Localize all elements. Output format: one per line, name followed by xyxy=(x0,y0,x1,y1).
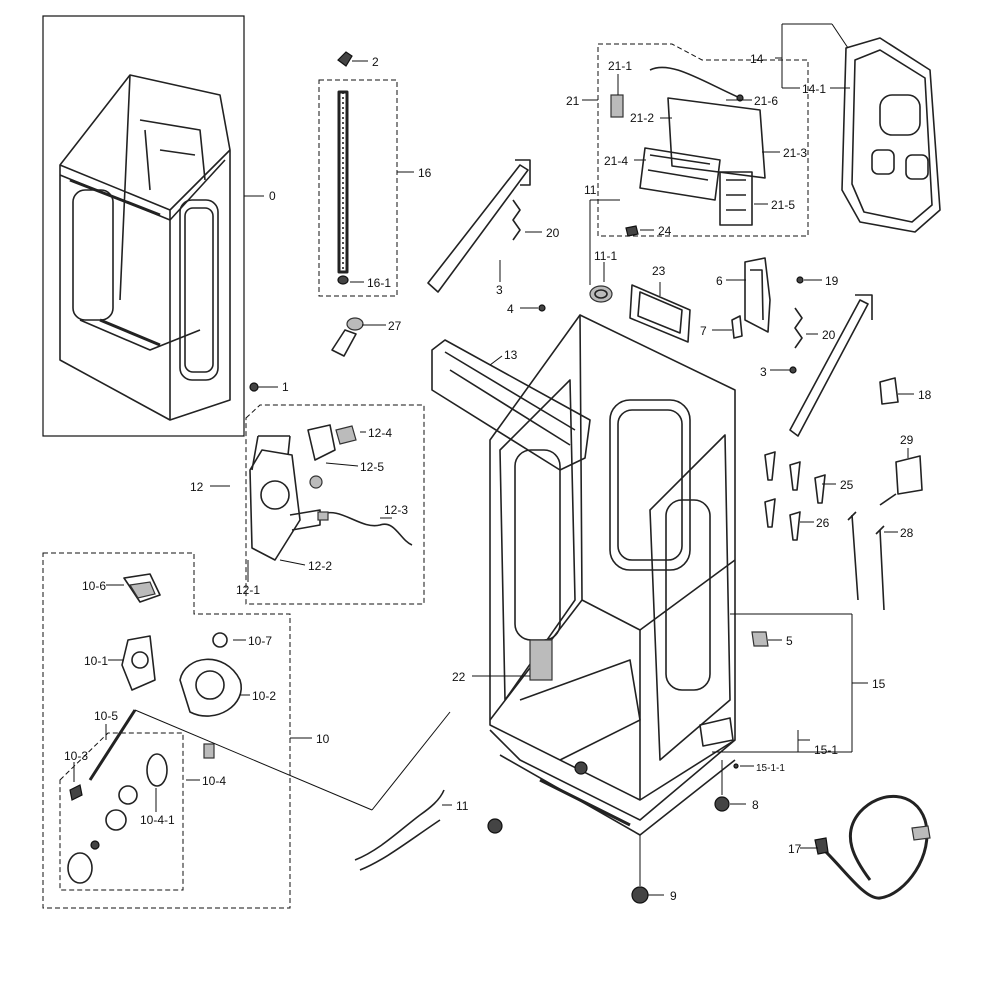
part-10-drain-group xyxy=(42,552,291,909)
main-cabinet xyxy=(487,314,736,836)
label-27: 27 xyxy=(388,319,402,333)
label-0: 0 xyxy=(269,189,276,203)
label-24: 24 xyxy=(658,224,672,238)
label-19: 19 xyxy=(825,274,839,288)
label-12-1: 12-1 xyxy=(236,583,260,597)
label-15-1: 15-1 xyxy=(814,743,838,757)
label-11-top: 11 xyxy=(584,183,597,197)
label-17: 17 xyxy=(788,842,802,856)
label-21-4: 21-4 xyxy=(604,154,628,168)
part-0-cabinet-assembly xyxy=(42,15,245,437)
label-21-2: 21-2 xyxy=(630,111,654,125)
part-24-clip xyxy=(625,225,639,237)
label-25: 25 xyxy=(840,478,854,492)
part-11-1-grommet xyxy=(589,285,613,303)
label-18: 18 xyxy=(918,388,932,402)
label-21: 21 xyxy=(566,94,580,108)
label-4: 4 xyxy=(507,302,514,316)
part-9-foot xyxy=(631,886,649,904)
label-12-2: 12-2 xyxy=(308,559,332,573)
label-3-right: 3 xyxy=(760,365,767,379)
part-6-bracket xyxy=(744,257,771,333)
label-10-1: 10-1 xyxy=(84,654,108,668)
label-28: 28 xyxy=(900,526,914,540)
label-20-left: 20 xyxy=(546,226,560,240)
label-7: 7 xyxy=(700,324,707,338)
part-8-foot xyxy=(714,796,730,812)
part-foot-left xyxy=(487,818,503,834)
part-11-harness xyxy=(354,789,445,861)
part-25-dampers xyxy=(764,451,826,504)
label-10-3: 10-3 xyxy=(64,749,88,763)
label-10-4-1: 10-4-1 xyxy=(140,813,175,827)
label-15-1-1: 15-1-1 xyxy=(756,763,785,774)
label-13: 13 xyxy=(504,348,518,362)
label-1: 1 xyxy=(282,380,289,394)
part-5-cap xyxy=(751,631,769,647)
label-10-5: 10-5 xyxy=(94,709,118,723)
label-10-7: 10-7 xyxy=(248,634,272,648)
callout-labels: 0 1 2 3 3 4 5 6 7 8 9 10 10-1 10-2 10-3 … xyxy=(64,52,932,903)
label-15: 15 xyxy=(872,677,886,691)
part-17-drain-hose xyxy=(814,795,931,900)
label-23: 23 xyxy=(652,264,666,278)
part-18-switch xyxy=(879,377,899,405)
label-12-4: 12-4 xyxy=(368,426,392,440)
label-2: 2 xyxy=(372,55,379,69)
label-22: 22 xyxy=(452,670,466,684)
label-9: 9 xyxy=(670,889,677,903)
label-14-1: 14-1 xyxy=(802,82,826,96)
label-21-3: 21-3 xyxy=(783,146,807,160)
label-8: 8 xyxy=(752,798,759,812)
label-29: 29 xyxy=(900,433,914,447)
part-27-connector xyxy=(331,317,364,357)
label-21-1: 21-1 xyxy=(608,59,632,73)
part-22-label xyxy=(529,639,553,681)
label-12: 12 xyxy=(190,480,204,494)
label-11-1: 11-1 xyxy=(594,249,617,263)
label-21-6: 21-6 xyxy=(754,94,778,108)
label-5: 5 xyxy=(786,634,793,648)
label-3-left: 3 xyxy=(496,283,503,297)
label-10-2: 10-2 xyxy=(252,689,276,703)
part-4-screw xyxy=(538,304,546,312)
part-21-control-group xyxy=(597,43,809,237)
part-1-screw xyxy=(249,382,259,392)
part-3-bracket-right xyxy=(789,294,873,437)
part-28-rods xyxy=(847,511,885,611)
label-6: 6 xyxy=(716,274,723,288)
part-20-spring-left xyxy=(512,199,521,241)
label-10-6: 10-6 xyxy=(82,579,106,593)
label-16: 16 xyxy=(418,166,432,180)
label-26: 26 xyxy=(816,516,830,530)
label-14: 14 xyxy=(750,52,764,66)
label-10-4: 10-4 xyxy=(202,774,226,788)
part-23-panel xyxy=(629,284,691,343)
label-20-right: 20 xyxy=(822,328,836,342)
part-3-bracket-left xyxy=(427,159,531,293)
label-10: 10 xyxy=(316,732,330,746)
label-16-1: 16-1 xyxy=(367,276,391,290)
label-12-3: 12-3 xyxy=(384,503,408,517)
label-12-5: 12-5 xyxy=(360,460,384,474)
part-7-clip xyxy=(731,315,743,339)
part-12-pump-group xyxy=(245,404,425,605)
part-16-hose xyxy=(318,51,398,297)
label-21-5: 21-5 xyxy=(771,198,795,212)
part-14-top-cover xyxy=(841,37,941,233)
part-26-dampers xyxy=(764,498,801,541)
part-29-sensor xyxy=(879,455,923,506)
part-20-spring-right xyxy=(794,307,803,349)
label-11-harness: 11 xyxy=(456,799,469,813)
part-19-screw xyxy=(796,276,804,284)
part-13-top-frame xyxy=(431,339,591,471)
